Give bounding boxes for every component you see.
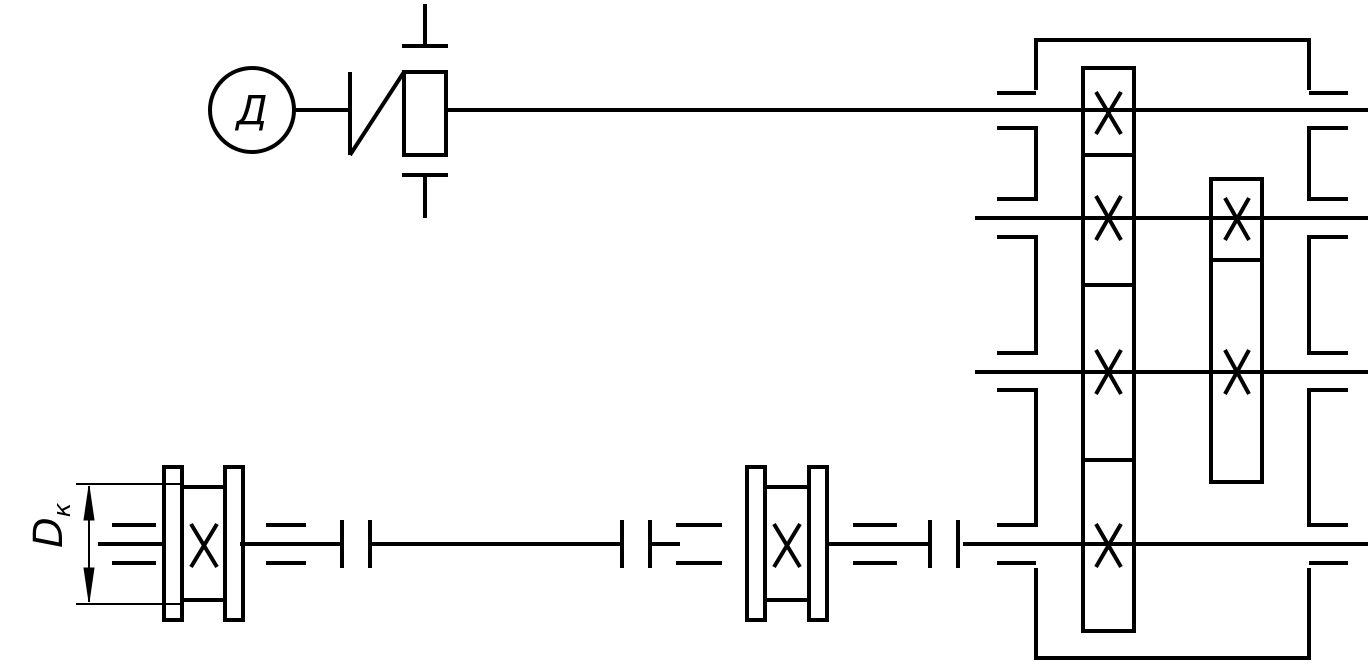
left-drum-body: [180, 485, 227, 602]
middle-drum-mark: [772, 522, 802, 569]
gear-mark-5: [1223, 197, 1251, 241]
left-drum-flange-left: [162, 465, 184, 622]
gear-mark-3: [1094, 349, 1123, 395]
gear-column-frame: [1081, 66, 1136, 633]
gear-mark-2: [1094, 195, 1123, 241]
brake-diagonal: [348, 70, 406, 157]
secondary-gear-column: [1209, 177, 1264, 484]
secondary-column-frame: [1209, 177, 1264, 484]
diameter-dimension: Dк: [26, 483, 182, 605]
middle-drum: [745, 465, 829, 622]
gear-mark-6: [1223, 349, 1251, 395]
main-gear-column: [1081, 66, 1136, 633]
coupling-right: [928, 520, 960, 568]
middle-drum-flange-right: [807, 465, 829, 622]
housing-top-outline: [1034, 38, 1311, 90]
gearbox-housing: [997, 38, 1348, 660]
bearing-far-left: [112, 523, 156, 565]
bearing-middle: [676, 523, 722, 565]
housing-right-bearing-4: [1307, 388, 1348, 527]
bearing-left-drum: [266, 523, 306, 565]
brake-block: [402, 70, 448, 157]
dim-arrow-top: [83, 485, 95, 521]
housing-left-bearing-3: [997, 235, 1038, 355]
middle-drum-body: [763, 485, 811, 602]
coupling-left: [340, 520, 372, 568]
dim-arrow-bottom: [83, 567, 95, 603]
housing-right-bearing-2: [1307, 126, 1348, 201]
coupling-middle: [620, 520, 652, 568]
left-drum: [162, 465, 245, 622]
electric-motor: Д: [208, 66, 296, 154]
housing-bottom-outline: [1034, 568, 1311, 660]
housing-left-bearing-2: [997, 126, 1038, 201]
housing-left-bearing-4: [997, 388, 1038, 527]
housing-right-bearing-3: [1307, 235, 1348, 355]
motor-label: Д: [234, 88, 267, 134]
diameter-label: Dк: [26, 502, 76, 548]
bearing-right: [853, 523, 897, 565]
middle-drum-flange-left: [745, 465, 767, 622]
left-drum-mark: [189, 522, 219, 569]
brake-clutch: [348, 4, 448, 218]
gear-mark-1: [1094, 90, 1123, 136]
